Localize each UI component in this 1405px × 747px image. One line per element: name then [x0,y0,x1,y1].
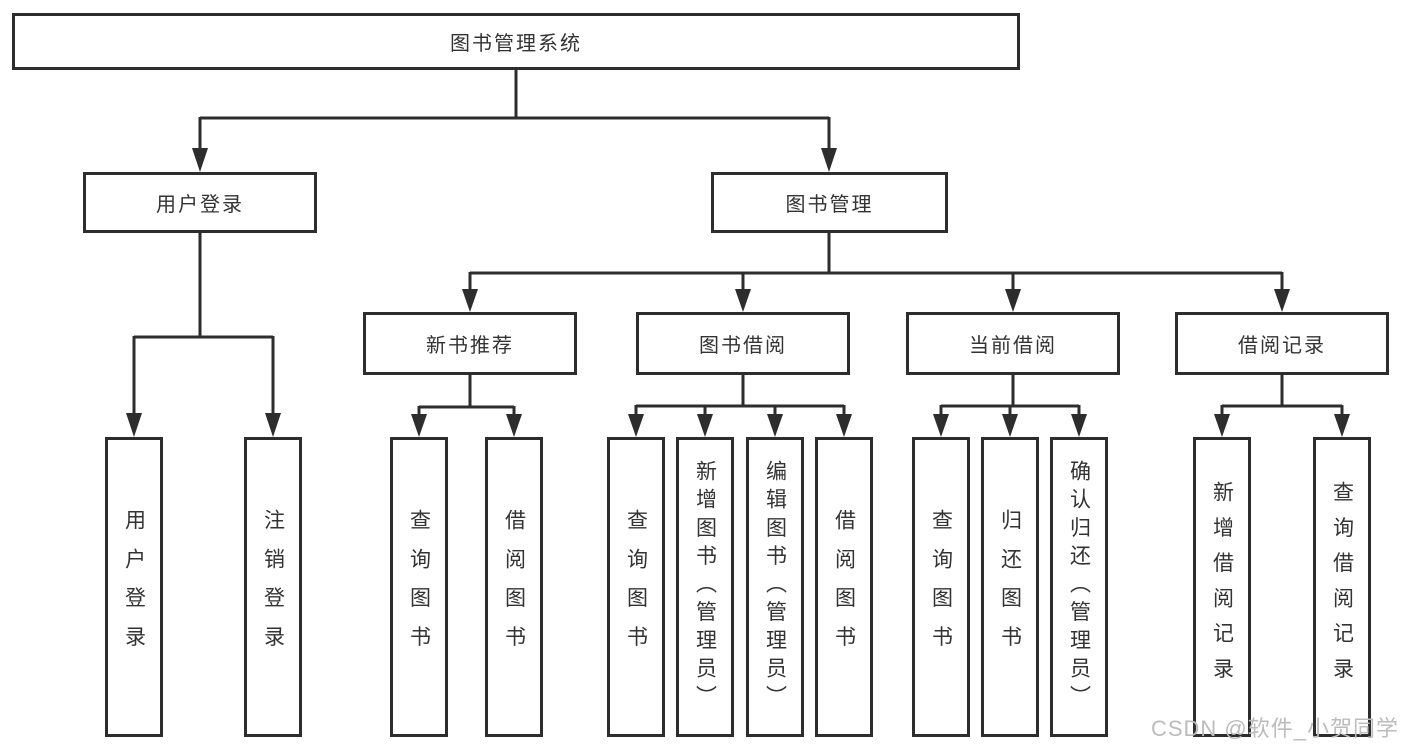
leaf-borrow-book-label: 借阅图书 [502,509,526,665]
leaf-query-book: 查询图书 [607,437,665,737]
node-new-book-recommend: 新书推荐 [363,312,577,375]
leaf-return-book: 归还图书 [981,437,1039,737]
node-book-management: 图书管理 [711,172,948,233]
leaf-add-book-admin-label: 新增图书（管理员） [693,460,717,714]
leaf-logout-login: 注销登录 [244,437,302,737]
node-book-borrow-label: 图书借阅 [699,335,787,357]
node-root-label: 图书管理系统 [450,33,582,55]
leaf-query-book-label: 查询图书 [929,509,953,665]
leaf-user-login: 用户登录 [105,437,163,737]
leaf-add-book-admin: 新增图书（管理员） [676,437,734,737]
leaf-user-login-label: 用户登录 [122,509,146,665]
node-user-login: 用户登录 [83,172,317,233]
leaf-confirm-return-admin-label: 确认归还（管理员） [1067,460,1091,714]
node-root: 图书管理系统 [12,13,1020,70]
node-book-borrow: 图书借阅 [636,312,850,375]
node-borrow-record: 借阅记录 [1175,312,1389,375]
leaf-return-book-label: 归还图书 [998,509,1022,665]
leaf-query-book: 查询图书 [912,437,970,737]
leaf-confirm-return-admin: 确认归还（管理员） [1050,437,1108,737]
leaf-add-borrow-record-label: 新增借阅记录 [1210,481,1234,693]
leaf-query-book-label: 查询图书 [624,509,648,665]
node-user-login-label: 用户登录 [156,194,244,216]
leaf-add-borrow-record: 新增借阅记录 [1193,437,1251,737]
leaf-edit-book-admin: 编辑图书（管理员） [746,437,804,737]
leaf-query-book: 查询图书 [390,437,448,737]
csdn-watermark: CSDN @软件_小贺同学 [1150,716,1399,741]
node-borrow-record-label: 借阅记录 [1238,335,1326,357]
node-current-borrow: 当前借阅 [906,312,1120,375]
leaf-borrow-book: 借阅图书 [815,437,873,737]
node-new-book-recommend-label: 新书推荐 [426,335,514,357]
leaf-borrow-book-label: 借阅图书 [832,509,856,665]
leaf-borrow-book: 借阅图书 [485,437,543,737]
leaf-edit-book-admin-label: 编辑图书（管理员） [763,460,787,714]
node-book-management-label: 图书管理 [785,194,874,216]
leaf-query-borrow-record-label: 查询借阅记录 [1330,481,1354,693]
leaf-query-book-label: 查询图书 [407,509,431,665]
leaf-logout-login-label: 注销登录 [261,509,285,665]
node-current-borrow-label: 当前借阅 [969,335,1057,357]
leaf-query-borrow-record: 查询借阅记录 [1313,437,1371,737]
